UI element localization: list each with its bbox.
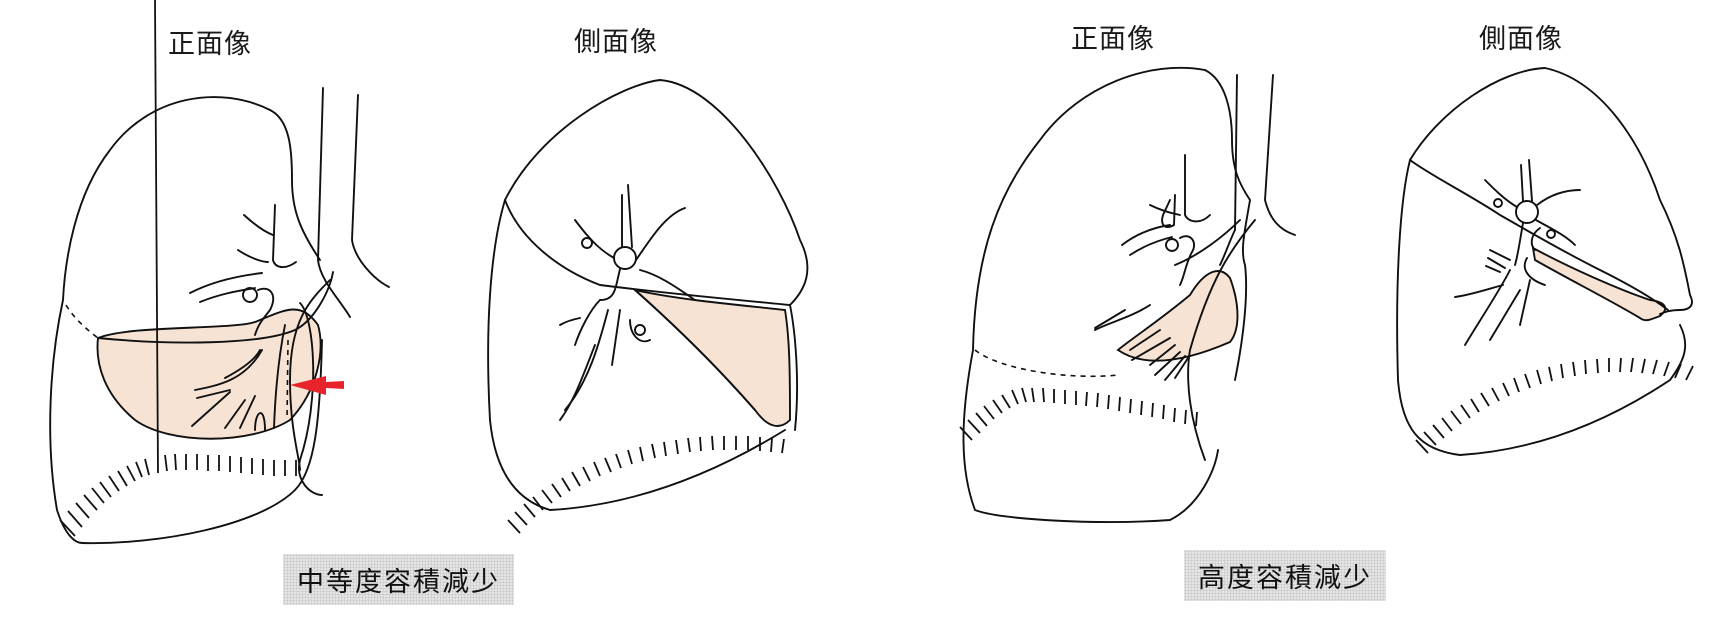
moderate-lateral-lung-diagram xyxy=(487,79,809,534)
diaphragm-hatching xyxy=(959,387,1198,441)
red-arrow-left-icon xyxy=(290,376,344,395)
severe-frontal-lung-diagram xyxy=(959,66,1296,523)
moderate-frontal-lung-diagram xyxy=(49,0,390,545)
collapsed-lobe-region xyxy=(1531,246,1667,322)
caption-moderate-volume-loss: 中等度容積減少 xyxy=(283,554,514,605)
caption-severe-volume-loss: 高度容積減少 xyxy=(1184,550,1386,601)
severe-lateral-lung-diagram xyxy=(1396,67,1694,456)
diaphragm-hatching xyxy=(59,0,297,537)
diaphragm-hatching xyxy=(1415,357,1694,454)
panel-title-severe-lateral: 側面像 xyxy=(1479,24,1563,55)
diaphragm-hatching xyxy=(507,435,785,534)
panel-title-moderate-lateral: 側面像 xyxy=(574,27,658,58)
panel-title-severe-frontal: 正面像 xyxy=(1071,24,1155,55)
panel-title-moderate-frontal: 正面像 xyxy=(168,29,252,60)
